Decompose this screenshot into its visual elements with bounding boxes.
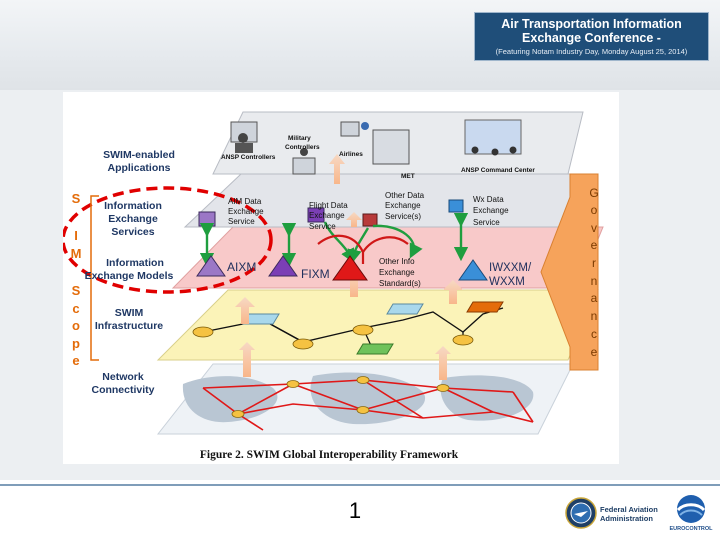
faa-name-line: Administration xyxy=(600,514,653,523)
scope-bracket xyxy=(90,195,99,361)
scope-letter: S xyxy=(72,191,81,206)
governance-label: G o v e r n a n c e xyxy=(589,186,598,359)
footer-divider xyxy=(0,484,720,486)
eurocontrol-logo-icon xyxy=(676,495,706,523)
network-nodes xyxy=(231,376,450,418)
label-services: Exchange xyxy=(108,213,158,225)
governance-letter: G xyxy=(589,186,598,200)
infrastructure-nodes xyxy=(192,301,504,355)
label-services: Information xyxy=(104,200,162,212)
framework-diagram: S I M S c o p e G o v e r n a n c e SWIM… xyxy=(63,111,604,461)
label-military: Military xyxy=(288,135,311,142)
label-aim-service: Service xyxy=(228,217,255,226)
faa-name-line: Federal Aviation xyxy=(600,505,658,514)
network-links xyxy=(202,379,534,431)
scope-letter: p xyxy=(72,336,80,351)
label-iwxxm: IWXXM/ xyxy=(489,262,532,274)
label-models: Exchange Models xyxy=(85,270,174,282)
application-user-labels: Military Controllers Airlines ANSP Contr… xyxy=(221,135,535,180)
eurocontrol-name: EUROCONTROL xyxy=(669,526,713,532)
label-flight-service: Exchange xyxy=(309,211,345,220)
label-applications: SWIM-enabled xyxy=(103,149,175,161)
label-met: MET xyxy=(401,173,415,180)
faa-seal-icon xyxy=(565,497,597,529)
label-other-standard: Exchange xyxy=(379,268,415,277)
label-network: Connectivity xyxy=(91,384,154,396)
governance-letter: v xyxy=(591,221,597,235)
red-arrows xyxy=(317,234,409,264)
scope-letter: S xyxy=(72,283,81,298)
service-labels: AIM Data Exchange Service Flight Data Ex… xyxy=(228,191,509,231)
governance-letter: r xyxy=(592,256,596,270)
banner-title-line2: Exchange Conference - xyxy=(522,31,661,45)
label-infrastructure: SWIM xyxy=(115,307,144,319)
label-other-service: Exchange xyxy=(385,201,421,210)
governance-letter: c xyxy=(591,327,597,341)
label-airlines: Airlines xyxy=(339,151,363,158)
scope-letter: c xyxy=(72,301,79,316)
governance-letter: n xyxy=(591,274,598,288)
label-aim-service: Exchange xyxy=(228,207,264,216)
governance-letter: n xyxy=(591,309,598,323)
label-flight-service: Flight Data xyxy=(309,201,348,210)
label-flight-service: Service xyxy=(309,222,336,231)
swim-framework-figure: S I M S c o p e G o v e r n a n c e SWIM… xyxy=(63,92,619,464)
model-labels: AIXM FIXM Other Info Exchange Standard(s… xyxy=(227,257,532,288)
scope-letter: I xyxy=(74,228,78,243)
banner-subtitle: (Featuring Notam Industry Day, Monday Au… xyxy=(495,47,688,56)
label-models: Information xyxy=(106,257,164,269)
page-number: 1 xyxy=(348,498,362,523)
governance-arrow xyxy=(540,173,599,371)
governance-letter: a xyxy=(591,291,598,305)
label-network: Network xyxy=(102,371,144,383)
governance-letter: o xyxy=(591,203,598,217)
label-other-standard: Standard(s) xyxy=(379,279,421,288)
governance-letter: e xyxy=(591,238,598,252)
label-infrastructure: Infrastructure xyxy=(95,320,163,332)
label-ansp-command: ANSP Command Center xyxy=(461,167,535,174)
map-continent xyxy=(310,372,426,425)
faa-name: Federal Aviation Administration xyxy=(600,505,670,523)
label-other-service: Other Data xyxy=(385,191,425,200)
swim-scope-label: S I M S c o p e xyxy=(71,191,82,368)
label-other-standard: Other Info xyxy=(379,257,415,266)
layer-labels: SWIM-enabled Applications Information Ex… xyxy=(85,149,175,396)
conference-banner: Air Transportation Information Exchange … xyxy=(474,12,709,61)
label-applications: Applications xyxy=(107,162,170,174)
label-services: Services xyxy=(111,226,154,238)
label-military: Controllers xyxy=(285,144,320,151)
scope-letter: M xyxy=(71,246,82,261)
service-cubes xyxy=(198,199,464,227)
scope-letter: e xyxy=(72,353,79,368)
label-aim-service: AIM Data xyxy=(228,197,262,206)
application-users xyxy=(230,119,522,175)
label-wx-service: Service xyxy=(473,218,500,227)
label-wx-service: Wx Data xyxy=(473,195,504,204)
label-ansp-controllers: ANSP Controllers xyxy=(221,154,276,161)
label-iwxxm: WXXM xyxy=(489,276,525,288)
label-other-service: Service(s) xyxy=(385,212,421,221)
figure-caption: Figure 2. SWIM Global Interoperability F… xyxy=(200,449,459,461)
model-triangles xyxy=(196,255,488,281)
label-fixm: FIXM xyxy=(301,267,330,281)
scope-letter: o xyxy=(72,318,80,333)
label-wx-service: Exchange xyxy=(473,206,509,215)
highlight-dashed-circle xyxy=(63,186,273,294)
governance-letter: e xyxy=(591,345,598,359)
label-aixm: AIXM xyxy=(227,260,256,274)
map-continent xyxy=(440,375,534,421)
banner-title-line1: Air Transportation Information xyxy=(501,17,682,31)
